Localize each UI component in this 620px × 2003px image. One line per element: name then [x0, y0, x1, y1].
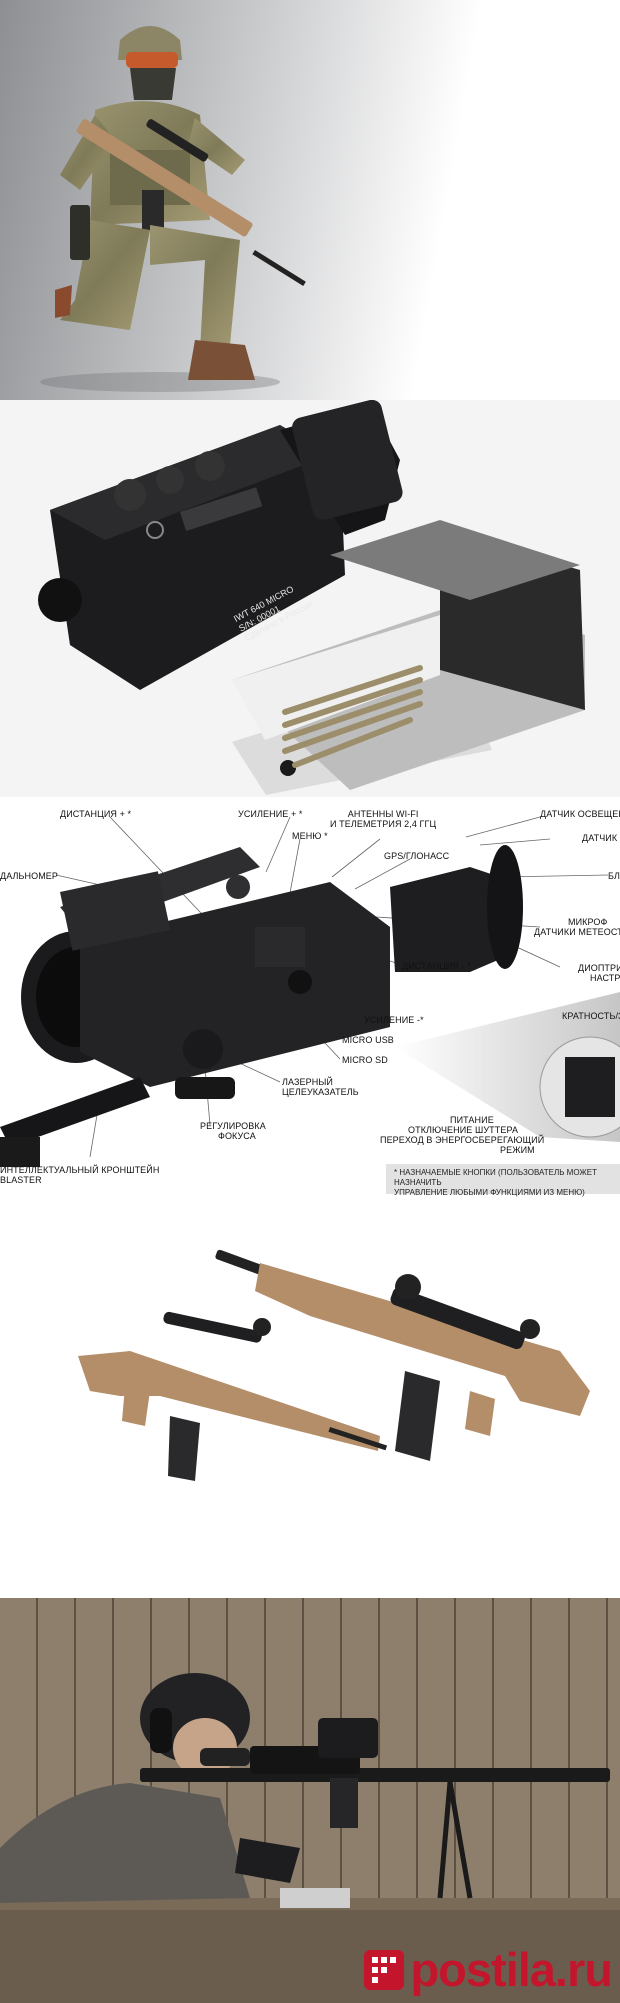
- label-bracket: ИНТЕЛЛЕКТУАЛЬНЫЙ КРОНШТЕЙН BLASTER: [0, 1165, 159, 1185]
- note-line2: УПРАВЛЕНИЕ ЛЮБЫМИ ФУНКЦИЯМИ ИЗ МЕНЮ): [394, 1188, 585, 1197]
- label-power: ПИТАНИЕ ОТКЛЮЧЕНИЕ ШУТТЕРА ПЕРЕХОД В ЭНЕ…: [380, 1115, 544, 1155]
- label-gps: GPS/ГЛОНАСС: [384, 851, 450, 861]
- label-gain-minus: УСИЛЕНИЕ -*: [364, 1015, 424, 1025]
- label-bracket-line2: BLASTER: [0, 1175, 42, 1185]
- thermal-scope-illustration: [0, 816, 620, 1167]
- label-menu: МЕНЮ *: [292, 831, 328, 841]
- label-distance-plus: ДИСТАНЦИЯ + *: [60, 809, 132, 819]
- label-laser: ЛАЗЕРНЫЙ ЦЕЛЕУКАЗАТЕЛЬ: [282, 1077, 359, 1097]
- postila-logo-icon: [364, 1949, 405, 1990]
- rifle-small-shape: [78, 1311, 388, 1481]
- label-focus: РЕГУЛИРОВКА ФОКУСА: [200, 1121, 266, 1141]
- rifle-large-shape: [215, 1249, 590, 1461]
- label-microphone: МИКРОФ ДАТЧИКИ МЕТЕОСТ: [534, 917, 620, 937]
- label-bracket-line1: ИНТЕЛЛЕКТУАЛЬНЫЙ КРОНШТЕЙН: [0, 1165, 160, 1175]
- label-sensor-2: ДАТЧИК Н: [582, 833, 620, 843]
- label-micro-line2: ДАТЧИКИ МЕТЕОСТ: [534, 927, 620, 937]
- label-laser-line1: ЛАЗЕРНЫЙ: [282, 1077, 333, 1087]
- label-distance-minus: ДИСТАНЦИЯ - *: [402, 961, 471, 971]
- label-micro-sd: MICRO SD: [342, 1055, 388, 1065]
- label-diopter: ДИОПТРИ НАСТР: [578, 963, 620, 983]
- rifles-panel: [0, 1201, 620, 1598]
- shooter-photo-panel: postila.ru: [0, 1598, 620, 2003]
- scope-diagram-panel: ДИСТАНЦИЯ + * УСИЛЕНИЕ + * АНТЕННЫ WI-FI…: [0, 797, 620, 1201]
- thermal-scope-shape: [0, 845, 523, 1167]
- kneeling-soldier-illustration: [40, 26, 306, 392]
- label-multiplicity: КРАТНОСТЬ/ЗА: [562, 1011, 620, 1021]
- label-power-line3: ПЕРЕХОД В ЭНЕРГОСБЕРЕГАЮЩИЙ: [380, 1135, 545, 1145]
- label-laser-line2: ЦЕЛЕУКАЗАТЕЛЬ: [282, 1087, 359, 1097]
- shooter-shape: [0, 1673, 300, 1903]
- label-diopter-line2: НАСТР: [590, 973, 620, 983]
- shooter-at-bench-illustration: [0, 1598, 620, 2003]
- device-size-panel: IWT 640 MICRO S/N: 00001 Сделано в Росси…: [0, 400, 620, 797]
- label-power-line2: ОТКЛЮЧЕНИЕ ШУТТЕРА: [408, 1125, 519, 1135]
- assignable-buttons-note: * НАЗНАЧАЕМЫЕ КНОПКИ (ПОЛЬЗОВАТЕЛЬ МОЖЕТ…: [386, 1164, 620, 1197]
- postila-watermark[interactable]: postila.ru: [362, 1942, 613, 1997]
- black-rifle-shape: [140, 1718, 610, 1908]
- label-power-line4: РЕЖИМ: [500, 1145, 535, 1155]
- device-and-matchbox-illustration: [38, 400, 585, 795]
- label-focus-line2: ФОКУСА: [218, 1131, 256, 1141]
- label-focus-line1: РЕГУЛИРОВКА: [200, 1121, 266, 1131]
- iwt-device-shape: [38, 400, 403, 690]
- soldier-photo-panel: [0, 0, 620, 400]
- label-antennas-line2: И ТЕЛЕМЕТРИЯ 2,4 ГГЦ: [330, 819, 437, 829]
- label-power-line1: ПИТАНИЕ: [450, 1115, 494, 1125]
- label-bl: БЛ: [608, 871, 620, 881]
- label-diopter-line1: ДИОПТРИ: [578, 963, 620, 973]
- matchbox-shape: [232, 520, 585, 795]
- two-rifles-illustration: [78, 1249, 590, 1481]
- label-antennas: АНТЕННЫ WI-FI И ТЕЛЕМЕТРИЯ 2,4 ГГЦ: [330, 809, 436, 829]
- note-line1: * НАЗНАЧАЕМЫЕ КНОПКИ (ПОЛЬЗОВАТЕЛЬ МОЖЕТ…: [394, 1168, 597, 1187]
- label-rangefinder: ДАЛЬНОМЕР: [0, 871, 59, 881]
- label-antennas-line1: АНТЕННЫ WI-FI: [347, 809, 419, 819]
- label-micro-line1: МИКРОФ: [568, 917, 608, 927]
- label-light-sensor: ДАТЧИК ОСВЕЩЕНН: [540, 809, 620, 819]
- label-gain-plus: УСИЛЕНИЕ + *: [238, 809, 303, 819]
- tan-rifle-shape: [76, 119, 306, 287]
- postila-watermark-text: postila.ru: [410, 1943, 613, 1996]
- label-micro-usb: MICRO USB: [342, 1035, 394, 1045]
